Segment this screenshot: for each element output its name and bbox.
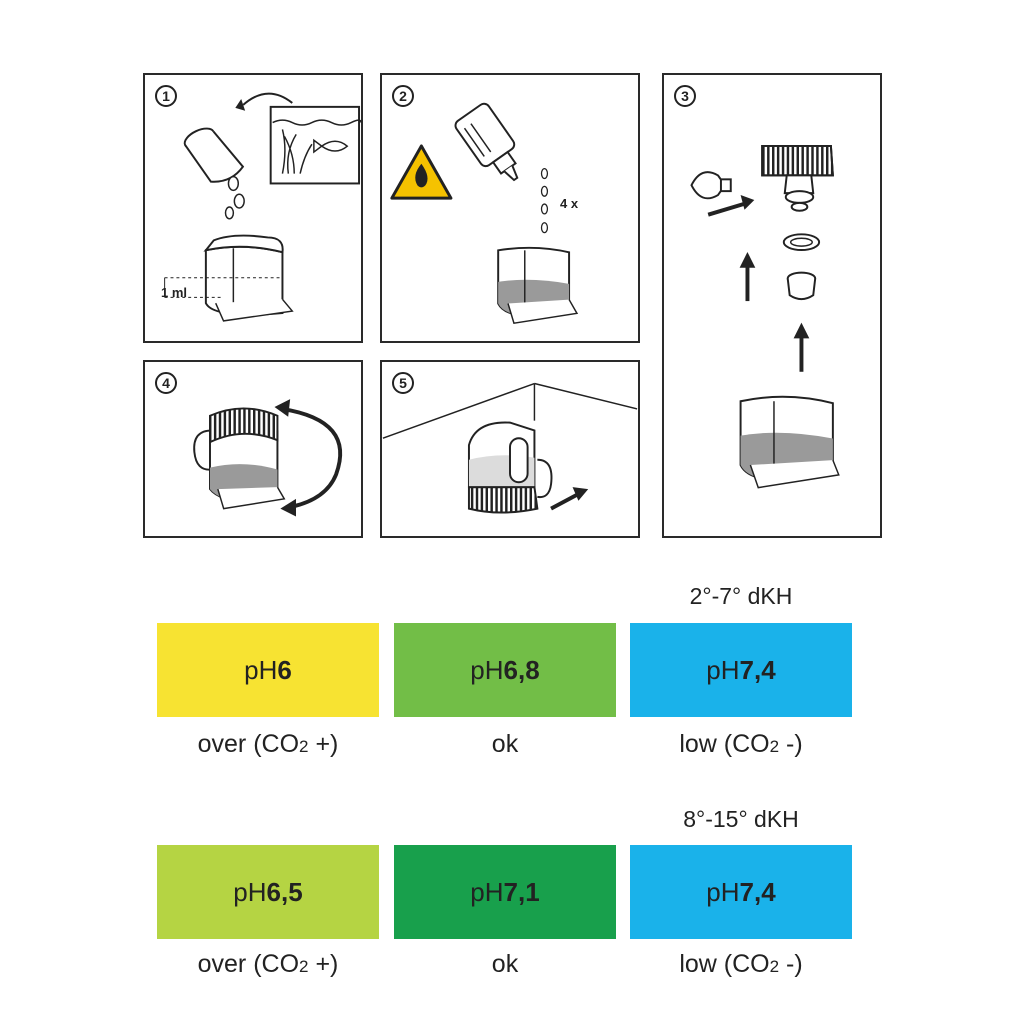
caption-sign: +) [308,950,339,978]
range-label-row-2: 8°-15° dKH [683,806,799,832]
measure-label: 1 ml [161,285,188,300]
ph-value: 6,5 [266,876,303,907]
step-3-illustration [690,144,840,489]
step-5-illustration [382,382,638,514]
ph-value: 7,1 [503,876,540,907]
ph-value: 6 [277,654,292,685]
range-label-row-1: 2°-7° dKH [689,583,793,609]
caption-row-2-col-1: over (CO2 +) [157,950,379,979]
caption-sign: +) [308,730,339,758]
caption-subscript: 2 [769,737,780,756]
ph-value: 7,4 [739,654,776,685]
caption-text: ok [491,950,519,978]
caption-row-2-col-3: low (CO2 -) [630,950,852,979]
caption-subscript: 2 [299,957,309,976]
ph-prefix: pH [244,654,278,685]
step-2-panel: 2 4 x [380,73,640,343]
step-4-panel: 4 [143,360,363,538]
step-5-number: 5 [392,372,414,394]
ph-prefix: pH [470,876,504,907]
step-1-illustration [164,92,362,322]
ph-prefix: pH [706,876,740,907]
caption-row-2-col-2: ok [394,950,616,979]
caption-text: ok [491,730,519,758]
caption-subscript: 2 [769,957,780,976]
step-4-number: 4 [155,372,177,394]
caption-sign: -) [779,950,803,978]
caption-row-1-col-2: ok [394,730,616,759]
ph-value: 6,8 [503,654,540,685]
caption-row-1-col-3: low (CO2 -) [630,730,852,759]
step-2-number: 2 [392,85,414,107]
caption-text: low (CO [679,950,770,978]
step-3-number: 3 [674,85,696,107]
caption-row-1-col-1: over (CO2 +) [157,730,379,759]
caption-text: over (CO [197,950,300,978]
ph-value: 7,4 [739,876,776,907]
caption-text: over (CO [197,730,300,758]
step-2-illustration [390,102,579,325]
caption-sign: -) [779,730,803,758]
ph-prefix: pH [470,654,504,685]
ph-prefix: pH [706,654,740,685]
step-3-panel: 3 [662,73,882,538]
drops-label: 4 x [560,196,579,211]
step-1-panel: 1 1 ml [143,73,363,343]
step-4-illustration [193,399,343,517]
caption-subscript: 2 [299,737,309,756]
step-1-number: 1 [155,85,177,107]
caption-text: low (CO [679,730,770,758]
step-5-panel: 5 [380,360,640,538]
flammable-icon [415,163,428,188]
ph-prefix: pH [233,876,267,907]
